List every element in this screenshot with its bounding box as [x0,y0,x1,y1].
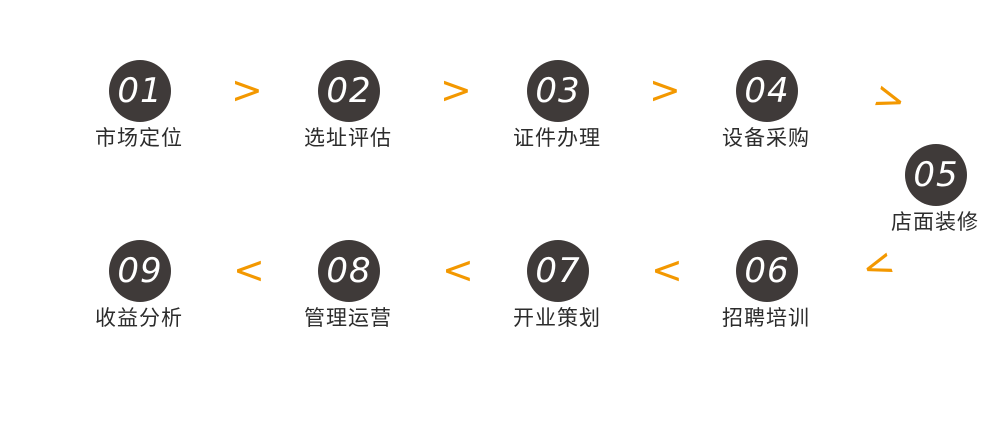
step-number-circle: 01 [109,60,171,122]
step-09: 09 收益分析 [79,240,199,340]
step-number: 09 [117,251,163,291]
arrow-right-icon: > [867,72,912,124]
step-number-circle: 03 [527,60,589,122]
step-number: 08 [326,251,372,291]
step-number-circle: 02 [318,60,380,122]
step-label: 设备采购 [722,126,810,150]
step-number: 04 [744,71,790,111]
step-03: 03 证件办理 [497,60,617,160]
step-number: 05 [913,155,959,195]
step-05: 05 店面装修 [875,144,984,244]
step-number-circle: 06 [736,240,798,302]
arrow-left-icon: < [651,248,683,292]
arrow-left-icon: < [855,239,900,291]
step-number: 03 [535,71,581,111]
step-label: 市场定位 [95,126,183,150]
step-number-circle: 08 [318,240,380,302]
step-label: 店面装修 [891,210,979,234]
step-08: 08 管理运营 [288,240,408,340]
step-04: 04 设备采购 [706,60,826,160]
step-number: 01 [117,71,163,111]
step-label: 证件办理 [513,126,601,150]
step-label: 收益分析 [95,306,183,330]
step-number-circle: 07 [527,240,589,302]
step-label: 选址评估 [304,126,392,150]
step-02: 02 选址评估 [288,60,408,160]
arrow-right-icon: > [231,68,263,112]
arrow-left-icon: < [233,248,265,292]
step-label: 招聘培训 [722,306,810,330]
step-07: 07 开业策划 [497,240,617,340]
step-number: 07 [535,251,581,291]
step-label: 开业策划 [513,306,601,330]
step-number: 06 [744,251,790,291]
arrow-right-icon: > [440,68,472,112]
arrow-left-icon: < [442,248,474,292]
step-01: 01 市场定位 [79,60,199,160]
step-number-circle: 05 [905,144,967,206]
step-number: 02 [326,71,372,111]
step-06: 06 招聘培训 [706,240,826,340]
arrow-right-icon: > [649,68,681,112]
step-number-circle: 09 [109,240,171,302]
step-label: 管理运营 [304,306,392,330]
step-number-circle: 04 [736,60,798,122]
